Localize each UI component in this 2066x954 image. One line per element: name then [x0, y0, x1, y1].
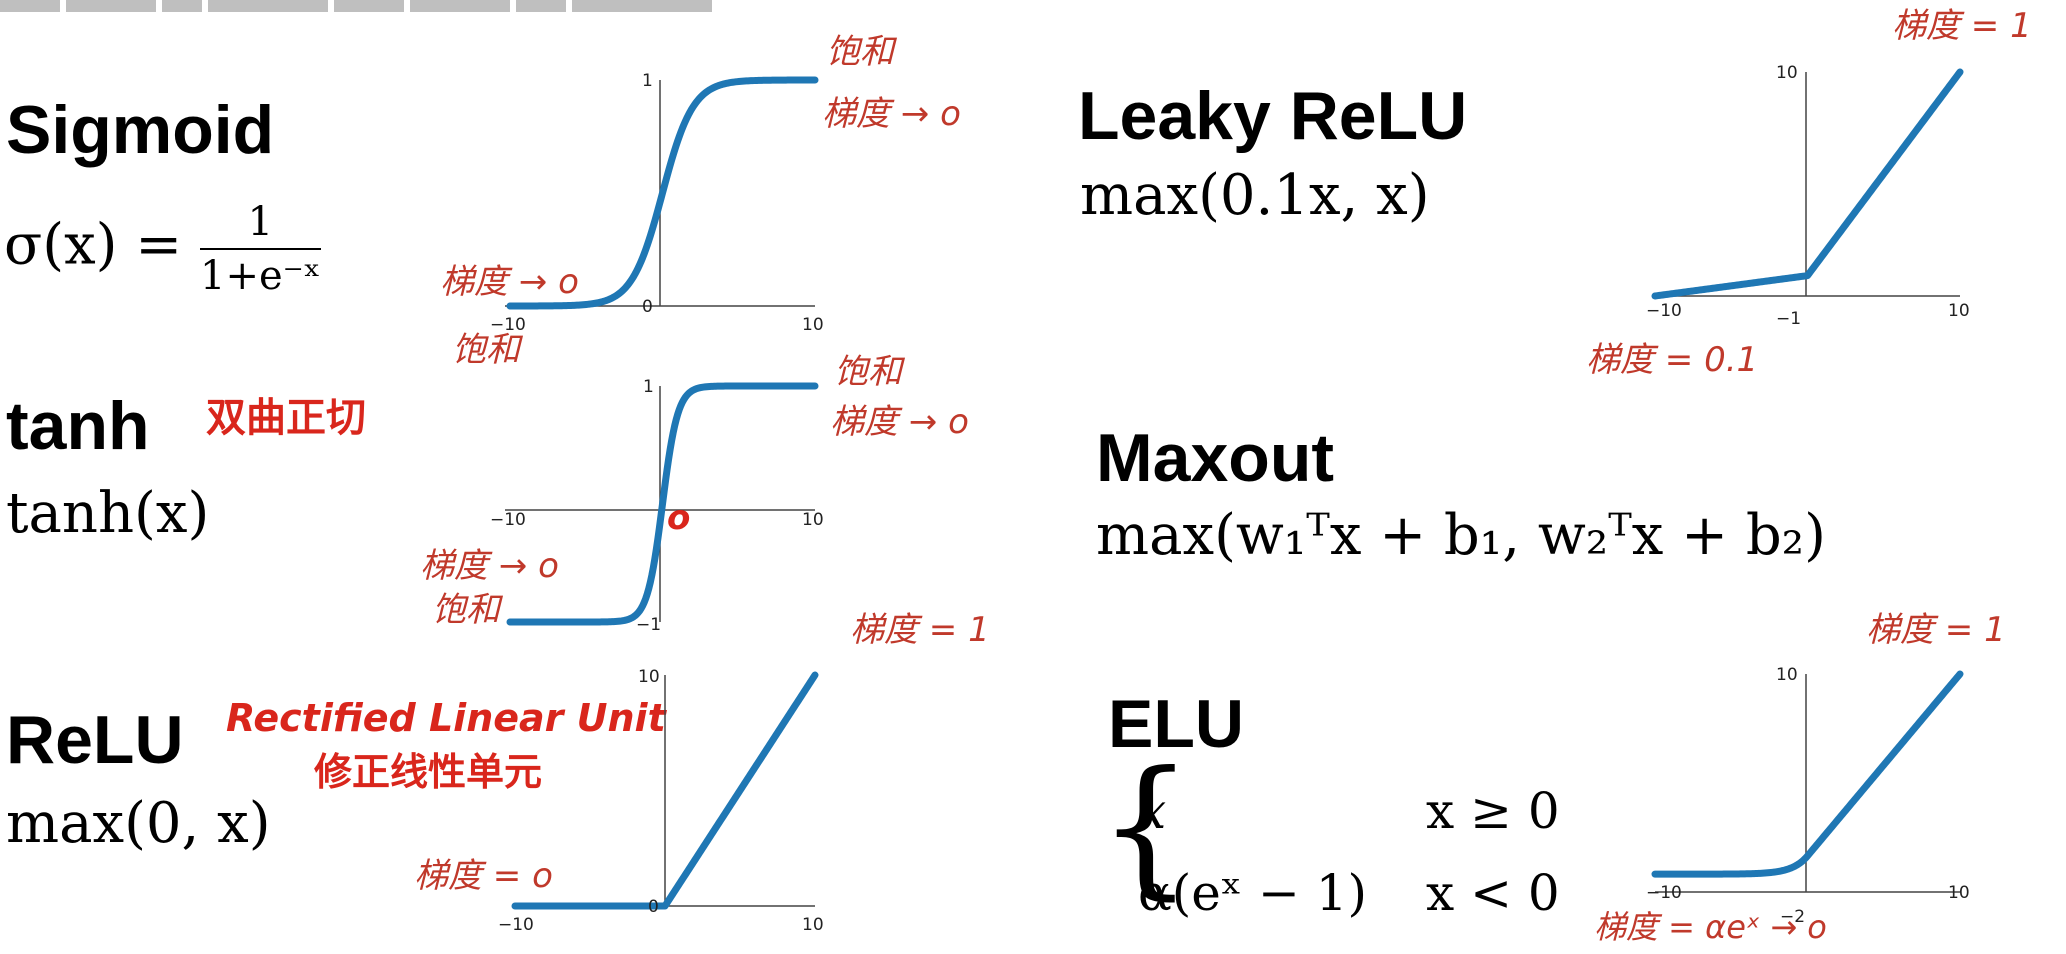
relu-formula-text: max(0, x): [6, 791, 271, 856]
elu-tick-yorigin: −2: [1780, 907, 1805, 927]
sigmoid-note-top2: 梯度 → o: [822, 94, 961, 134]
tanh-title: tanh: [6, 388, 150, 464]
maxout-formula: max(w₁ᵀx + b₁, w₂ᵀx + b₂): [1096, 508, 1826, 564]
relu-note-left: 梯度 = o: [414, 856, 553, 896]
sigmoid-title: Sigmoid: [6, 92, 275, 168]
relu-note-right: 梯度 = 1: [850, 610, 990, 650]
leaky-relu-formula: max(0.1x, x): [1080, 168, 1430, 224]
sigmoid-tick-xmax: 10: [802, 315, 824, 335]
elu-tick-ytop: 10: [1776, 665, 1798, 685]
relu-plot: −10 10 10 0: [498, 667, 824, 935]
leaky-relu-tick-ytop: 10: [1776, 63, 1798, 83]
maxout-formula-text: max(w₁ᵀx + b₁, w₂ᵀx + b₂): [1096, 503, 1826, 568]
relu-tick-ytop: 10: [638, 667, 660, 687]
maxout-title: Maxout: [1096, 420, 1334, 496]
relu-title: ReLU: [6, 702, 184, 778]
leaky-relu-curve: [1651, 68, 1964, 300]
sigmoid-note-bot1: 梯度 → o: [440, 262, 579, 302]
relu-cn-full: 修正线性单元: [314, 750, 543, 794]
tanh-plot: −10 10 1 −1: [490, 377, 824, 635]
relu-tick-xmin: −10: [498, 915, 534, 935]
relu-tick-yorigin: 0: [648, 897, 659, 917]
tanh-curve: [506, 382, 819, 626]
leaky-relu-tick-yorigin: −1: [1776, 309, 1801, 329]
leaky-relu-tick-xmin: −10: [1646, 301, 1682, 321]
tanh-tick-xmin: −10: [490, 510, 526, 530]
leaky-relu-title: Leaky ReLU: [1078, 78, 1468, 154]
relu-en-full: Rectified Linear Unit: [226, 696, 666, 740]
tanh-tick-ytop: 1: [643, 377, 654, 397]
sigmoid-curve: [506, 76, 819, 310]
tanh-cn-name: 双曲正切: [206, 395, 366, 441]
sigmoid-fraction: 1 1+e⁻ˣ: [200, 200, 321, 298]
tanh-note-origin: o: [667, 498, 691, 538]
tanh-formula: tanh(x): [6, 486, 209, 542]
sigmoid-formula: σ(x) = 1 1+e⁻ˣ: [4, 200, 321, 298]
elu-brace: {: [1098, 740, 1194, 914]
elu-tick-xmax: 10: [1948, 883, 1970, 903]
elu-tick-xmin: −10: [1646, 883, 1682, 903]
leaky-relu-note-left: 梯度 = 0.1: [1586, 340, 1759, 380]
top-toolbar-strip: [0, 0, 760, 12]
elu-note-right: 梯度 = 1: [1866, 610, 2006, 650]
sigmoid-note-bot2: 饱和: [452, 330, 520, 370]
elu-case1-cond: x ≥ 0: [1426, 782, 1560, 840]
sigmoid-formula-lhs: σ(x) =: [4, 212, 183, 278]
tanh-note-bot2: 饱和: [432, 590, 500, 630]
sigmoid-tick-ybot: 0: [642, 297, 653, 317]
elu-case2-expr: α(eˣ − 1): [1138, 864, 1368, 922]
tanh-formula-text: tanh(x): [6, 481, 210, 546]
sigmoid-plot: −10 10 1 0: [490, 71, 824, 335]
elu-plot: −10 10 10 −2: [1646, 665, 1970, 927]
elu-note-left: 梯度 = αeˣ → o: [1594, 908, 1827, 946]
leaky-relu-tick-xmax: 10: [1948, 301, 1970, 321]
leaky-relu-note-right: 梯度 = 1: [1892, 6, 2032, 46]
relu-tick-xmax: 10: [802, 915, 824, 935]
sigmoid-note-top1: 饱和: [826, 32, 894, 72]
tanh-tick-xmax: 10: [802, 510, 824, 530]
tanh-note-bot1: 梯度 → o: [420, 546, 559, 586]
sigmoid-tick-ytop: 1: [642, 71, 653, 91]
elu-curve: [1651, 670, 1964, 878]
tanh-note-top1: 饱和: [834, 352, 902, 392]
leaky-relu-formula-text: max(0.1x, x): [1080, 163, 1430, 228]
sigmoid-tick-xmin: −10: [490, 315, 526, 335]
leaky-relu-plot: −10 10 10 −1: [1646, 63, 1970, 329]
elu-case2-cond: x < 0: [1426, 864, 1560, 922]
relu-formula: max(0, x): [6, 796, 271, 852]
sigmoid-frac-num: 1: [200, 200, 321, 250]
elu-case1-expr: x: [1138, 782, 1167, 840]
tanh-tick-ybot: −1: [636, 615, 661, 635]
elu-title: ELU: [1108, 686, 1244, 762]
tanh-note-top2: 梯度 → o: [830, 402, 969, 442]
relu-curve: [511, 671, 819, 910]
sigmoid-frac-den: 1+e⁻ˣ: [200, 253, 321, 299]
